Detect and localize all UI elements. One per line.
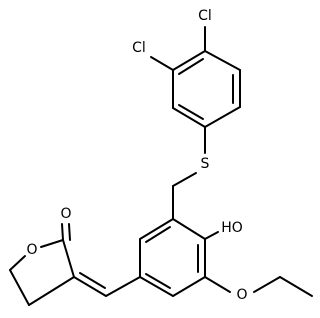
bond [172, 218, 206, 240]
aromatic-inner-bond [145, 226, 171, 243]
bond-ring-to-ch [105, 276, 141, 297]
hydroxyl-label: HO [221, 220, 243, 236]
aromatic-inner-bond [178, 58, 204, 75]
carbonyl-double-bond [68, 223, 71, 241]
thioether-linker [172, 172, 197, 220]
carbonyl-double-bond [61, 223, 64, 241]
ether-oxygen-label: O [236, 287, 247, 303]
aromatic-inner-bond [145, 273, 171, 289]
bond-to-cl-left [150, 56, 174, 71]
chlorine-label-top: Cl [198, 8, 212, 24]
bond-ch2-ch3 [279, 276, 313, 297]
bond [139, 218, 174, 240]
bond [172, 107, 206, 128]
bond-o-ch2 [253, 276, 281, 293]
bond [172, 50, 206, 71]
bond [9, 269, 30, 306]
bond [204, 50, 241, 71]
bond [139, 276, 174, 297]
butyrolactone-ring [9, 223, 75, 306]
bond [172, 276, 206, 297]
chlorine-label-left: Cl [132, 40, 146, 56]
bond [204, 106, 241, 128]
dichlorophenyl-ring [150, 26, 241, 154]
carbonyl-oxygen-label: O [60, 206, 71, 222]
bond [9, 255, 26, 271]
bond [62, 239, 75, 278]
aromatic-inner-bond [178, 104, 204, 120]
ring-oxygen-label: O [26, 242, 37, 258]
ethoxy-chain [253, 276, 313, 297]
exocyclic-methylidene [73, 272, 141, 297]
double-bond-inner [79, 272, 106, 289]
bond-sulfur-ch2 [172, 172, 197, 187]
sulfur-label: S [201, 156, 210, 172]
bond [40, 239, 64, 248]
hydroxy-ethoxy-phenyl-ring [139, 218, 231, 297]
bond [28, 276, 75, 306]
double-bond-outer [73, 276, 107, 297]
bond-to-hydroxyl [204, 231, 219, 240]
bond-to-ether-oxygen [204, 276, 231, 293]
